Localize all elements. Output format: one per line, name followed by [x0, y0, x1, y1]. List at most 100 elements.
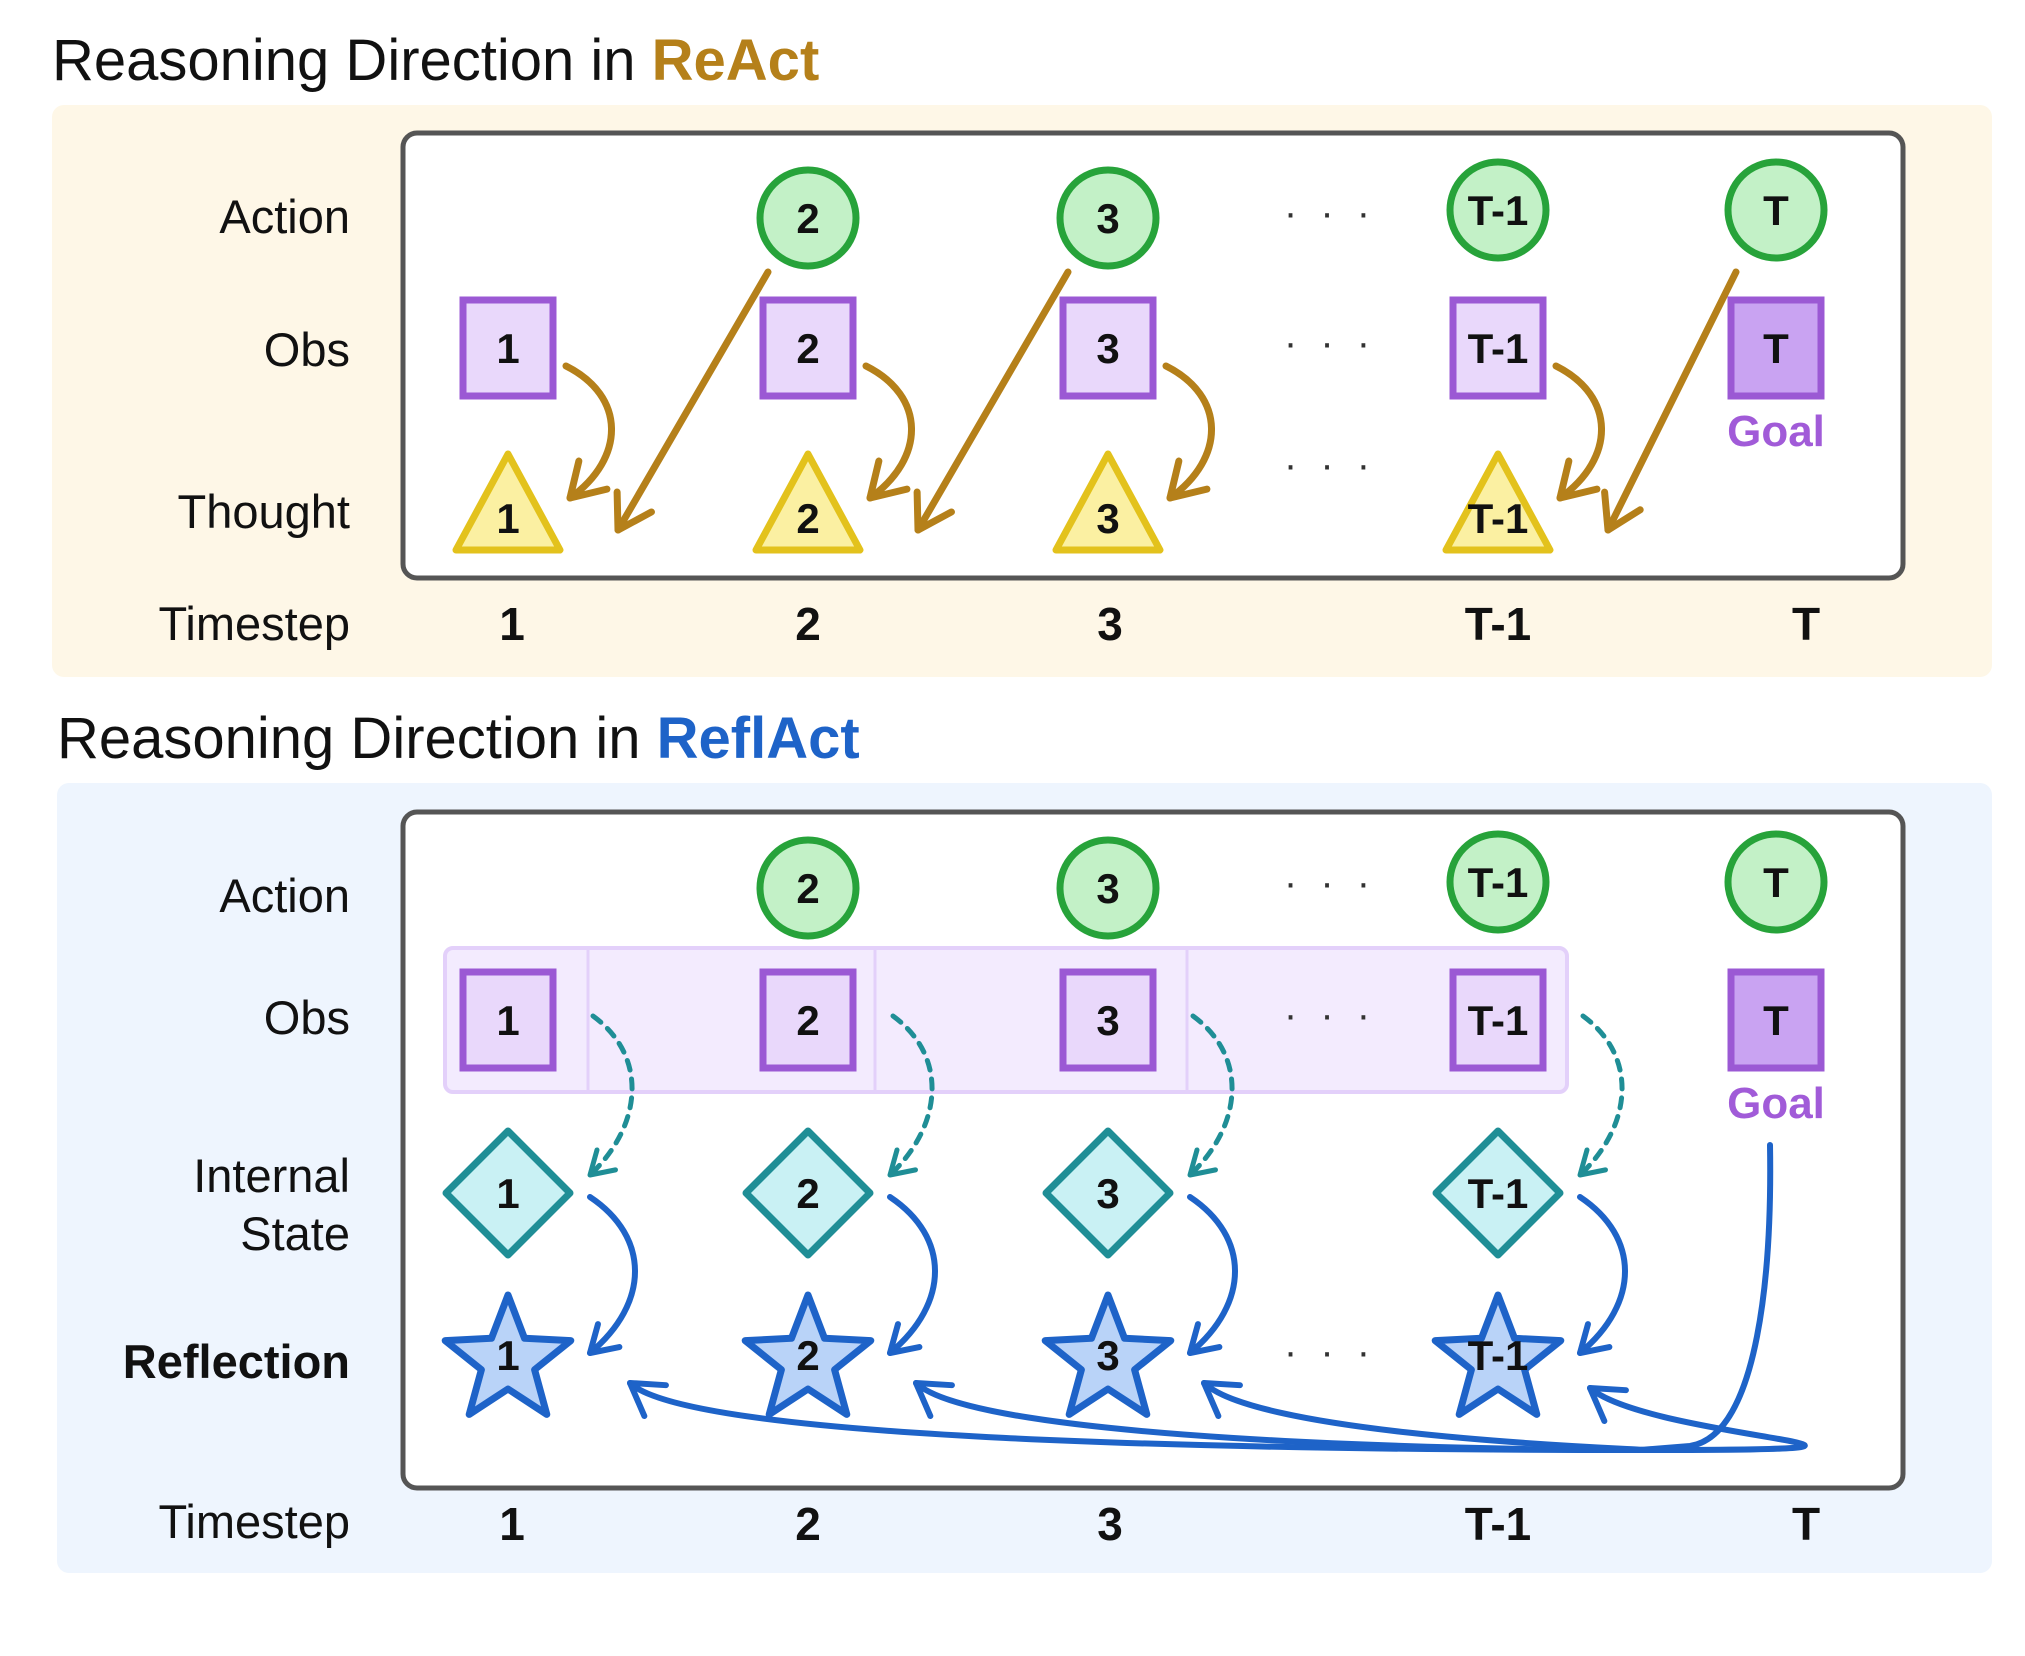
obs-to-thought-arrowhead-1: [566, 457, 611, 502]
obs-node-2-label: 2: [796, 325, 819, 372]
goal-to-reflection-arrow-3: [1201, 1380, 1647, 1453]
ellipsis-obs-reflact: · · ·: [1284, 993, 1376, 1037]
row-label-action-reflact: Action: [219, 869, 350, 922]
reflact-action-node-t: [1724, 830, 1828, 934]
action-node-3: [1056, 166, 1160, 270]
reflact-obs-node-1: [459, 968, 557, 1072]
reflact-obs-node-1-label: 1: [496, 997, 519, 1044]
timestep-react-3: 3: [1097, 598, 1123, 650]
obs-to-thought-arrowhead-2: [866, 457, 911, 502]
obs-to-state-arrowhead-3: [1187, 1147, 1218, 1178]
state-node-2-label: 2: [796, 1170, 819, 1217]
thought-node-t-1-label: T-1: [1468, 495, 1529, 542]
row-label-action: Action: [219, 190, 350, 243]
row-label-obs: Obs: [264, 323, 350, 376]
action-to-thought-arrow-2: [914, 268, 1072, 534]
obs-to-state-arrowhead-4: [1577, 1147, 1608, 1178]
timestep-reflact-3: 3: [1097, 1498, 1123, 1550]
state-to-reflection-arrowhead-3: [1187, 1321, 1223, 1356]
reflection-node-2-label: 2: [796, 1332, 819, 1379]
action-node-t-label: T: [1763, 187, 1789, 234]
obs-node-t-label: T: [1763, 325, 1789, 372]
obs-node-2: [759, 296, 857, 400]
state-to-reflection-arrow-1: [587, 1194, 638, 1356]
state-node-1: [442, 1127, 574, 1259]
state-to-reflection-arrowhead-4: [1577, 1321, 1613, 1356]
reflact-action-node-2-label: 2: [796, 865, 819, 912]
obs-node-3-label: 3: [1096, 325, 1119, 372]
thought-node-t-1: [1442, 450, 1554, 554]
timestep-react-5: T: [1792, 598, 1820, 650]
action-to-thought-arrowhead-2: [913, 488, 955, 534]
obs-node-1: [459, 296, 557, 400]
obs-to-thought-arrow-3: [1162, 362, 1215, 502]
state-to-reflection-arrow-2: [887, 1194, 938, 1356]
row-label-reflection: Reflection: [123, 1335, 350, 1388]
timestep-reflact-2: 2: [795, 1498, 821, 1550]
action-to-thought-arrow-3: [1604, 268, 1740, 534]
obs-to-state-arrow-1: [587, 1013, 635, 1178]
action-to-thought-arrow-1: [614, 268, 772, 534]
reflact-action-node-3-label: 3: [1096, 865, 1119, 912]
obs-to-state-arrow-4: [1577, 1013, 1625, 1178]
action-node-2: [756, 166, 860, 270]
goal-to-reflection-arrowhead-4: [1587, 1385, 1629, 1425]
obs-node-t: [1727, 296, 1825, 400]
state-node-3: [1042, 1127, 1174, 1259]
ellipsis-action-react: · · ·: [1284, 191, 1376, 235]
obs-node-t-1: [1449, 296, 1547, 400]
reflact-obs-node-t-1: [1449, 968, 1547, 1072]
reflact-title: Reasoning Direction in ReflAct: [57, 706, 860, 771]
reflact-obs-node-2-label: 2: [796, 997, 819, 1044]
timestep-react-4: T-1: [1465, 598, 1531, 650]
obs-to-thought-arrow-1: [562, 362, 615, 502]
goal-label-reflact: Goal: [1727, 1079, 1825, 1128]
state-to-reflection-arrowhead-2: [887, 1321, 923, 1356]
action-node-t-1: [1446, 158, 1550, 262]
action-node-3-label: 3: [1096, 195, 1119, 242]
state-to-reflection-arrow-3: [1187, 1194, 1238, 1356]
row-label-timestep: Timestep: [158, 597, 350, 650]
reflact-action-node-t-label: T: [1763, 859, 1789, 906]
goal-to-reflection-arrow-4: [1587, 1385, 1808, 1453]
goal-to-reflection-arrowhead-2: [913, 1380, 955, 1420]
action-to-thought-arrowhead-1: [613, 488, 655, 534]
reflact-obs-node-t-1-label: T-1: [1468, 997, 1529, 1044]
obs-to-thought-arrow-4: [1552, 362, 1605, 502]
timestep-reflact-5: T: [1792, 1498, 1820, 1550]
state-to-reflection-arrow-4: [1577, 1194, 1628, 1356]
obs-node-t-1-label: T-1: [1468, 325, 1529, 372]
reflection-node-3-label: 3: [1096, 1332, 1119, 1379]
timestep-reflact-1: 1: [499, 1498, 525, 1550]
timestep-react-1: 1: [499, 598, 525, 650]
row-label-timestep-reflact: Timestep: [158, 1495, 350, 1548]
obs-node-3: [1059, 296, 1157, 400]
reflection-node-3: [1041, 1291, 1175, 1418]
action-node-t: [1724, 158, 1828, 262]
reflact-action-node-3: [1056, 836, 1160, 940]
obs-to-state-arrowhead-2: [887, 1147, 918, 1178]
ellipsis-reflection-reflact: · · ·: [1284, 1330, 1376, 1374]
state-node-3-label: 3: [1096, 1170, 1119, 1217]
obs-to-state-arrowhead-1: [587, 1147, 618, 1178]
reflact-title-accent: ReflAct: [657, 706, 860, 771]
timestep-reflact-4: T-1: [1465, 1498, 1531, 1550]
timestep-react-2: 2: [795, 598, 821, 650]
obs-to-thought-arrowhead-3: [1166, 457, 1211, 502]
state-node-2: [742, 1127, 874, 1259]
state-to-reflection-arrowhead-1: [587, 1321, 623, 1356]
reflection-node-t-1: [1431, 1291, 1565, 1418]
goal-to-reflection-arrow-2: [913, 1380, 1643, 1453]
react-title-accent: ReAct: [652, 28, 820, 93]
goal-to-reflection-arrowhead-3: [1201, 1380, 1243, 1420]
thought-node-3: [1052, 450, 1164, 554]
action-to-thought-arrowhead-3: [1601, 488, 1644, 534]
goal-to-reflection-arrowhead-1: [627, 1380, 669, 1420]
reflact-obs-node-3: [1059, 968, 1157, 1072]
row-label-state: State: [240, 1207, 350, 1260]
reflact-obs-node-3-label: 3: [1096, 997, 1119, 1044]
obs-to-state-arrow-3: [1187, 1013, 1235, 1178]
reflact-action-node-t-1-label: T-1: [1468, 859, 1529, 906]
reflection-node-2: [741, 1291, 875, 1418]
obs-to-thought-arrow-2: [862, 362, 915, 502]
